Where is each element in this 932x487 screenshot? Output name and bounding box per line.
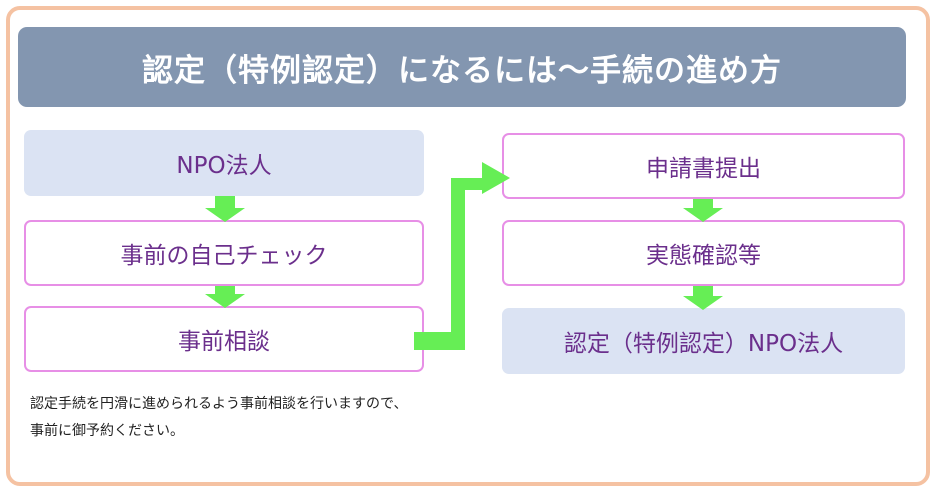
arrow-down-1 [205,196,245,222]
step-status-verification: 実態確認等 [502,220,905,286]
note-line-1: 認定手続を円滑に進められるよう事前相談を行いますので、 [30,396,408,412]
note-line-2: 事前に御予約ください。 [30,423,184,439]
arrow-down-3 [683,199,723,222]
step-certified-npo: 認定（特例認定）NPO法人 [502,308,905,374]
step-npo-corporation: NPO法人 [24,130,424,196]
arrow-connector [414,162,510,350]
step-application-submission: 申請書提出 [502,133,905,199]
arrow-down-2 [205,286,245,308]
step-self-check: 事前の自己チェック [24,220,424,286]
step-prior-consultation: 事前相談 [24,306,424,372]
arrow-down-4 [683,286,723,310]
page-title: 認定（特例認定）になるには〜手続の進め方 [18,27,906,107]
